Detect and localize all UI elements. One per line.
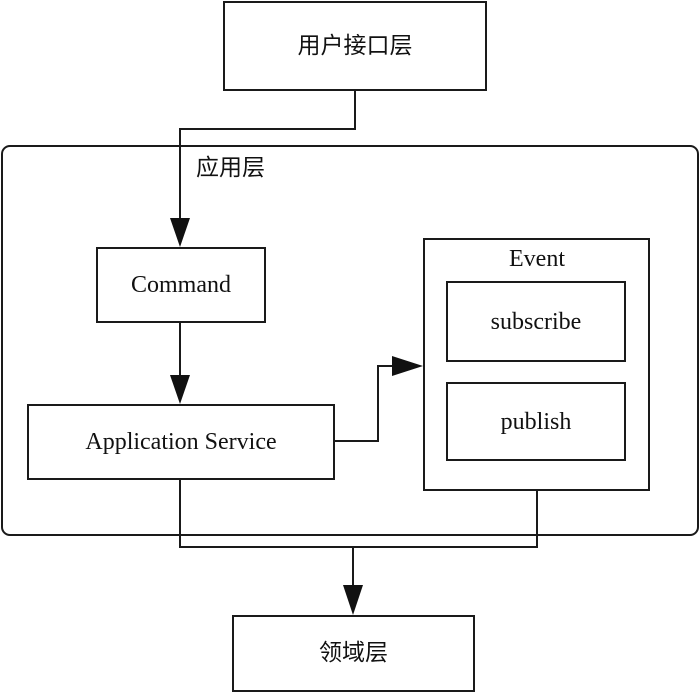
subscribe-label: subscribe — [490, 308, 582, 335]
arrowhead-to-domain — [343, 585, 363, 615]
user-interface-layer-box: 用户接口层 — [223, 1, 487, 91]
user-interface-layer-label: 用户接口层 — [297, 32, 413, 59]
event-label: Event — [509, 246, 565, 272]
arrowhead-to-command — [170, 218, 190, 247]
domain-layer-box: 领域层 — [232, 615, 475, 692]
application-service-label: Application Service — [85, 429, 277, 455]
application-layer-container — [1, 145, 699, 536]
command-box: Command — [96, 247, 266, 323]
subscribe-box: subscribe — [446, 281, 626, 362]
arrowhead-to-event — [392, 356, 423, 376]
application-layer-label: 应用层 — [196, 155, 265, 181]
domain-layer-label: 领域层 — [319, 640, 388, 666]
publish-label: publish — [500, 408, 572, 435]
application-service-box: Application Service — [27, 404, 335, 480]
command-label: Command — [131, 272, 231, 298]
edge-ui-to-command — [179, 90, 356, 218]
publish-box: publish — [446, 382, 626, 461]
edge-service-to-event — [334, 365, 392, 442]
edge-service-to-domain — [179, 480, 537, 548]
arrowhead-to-service — [170, 375, 190, 404]
